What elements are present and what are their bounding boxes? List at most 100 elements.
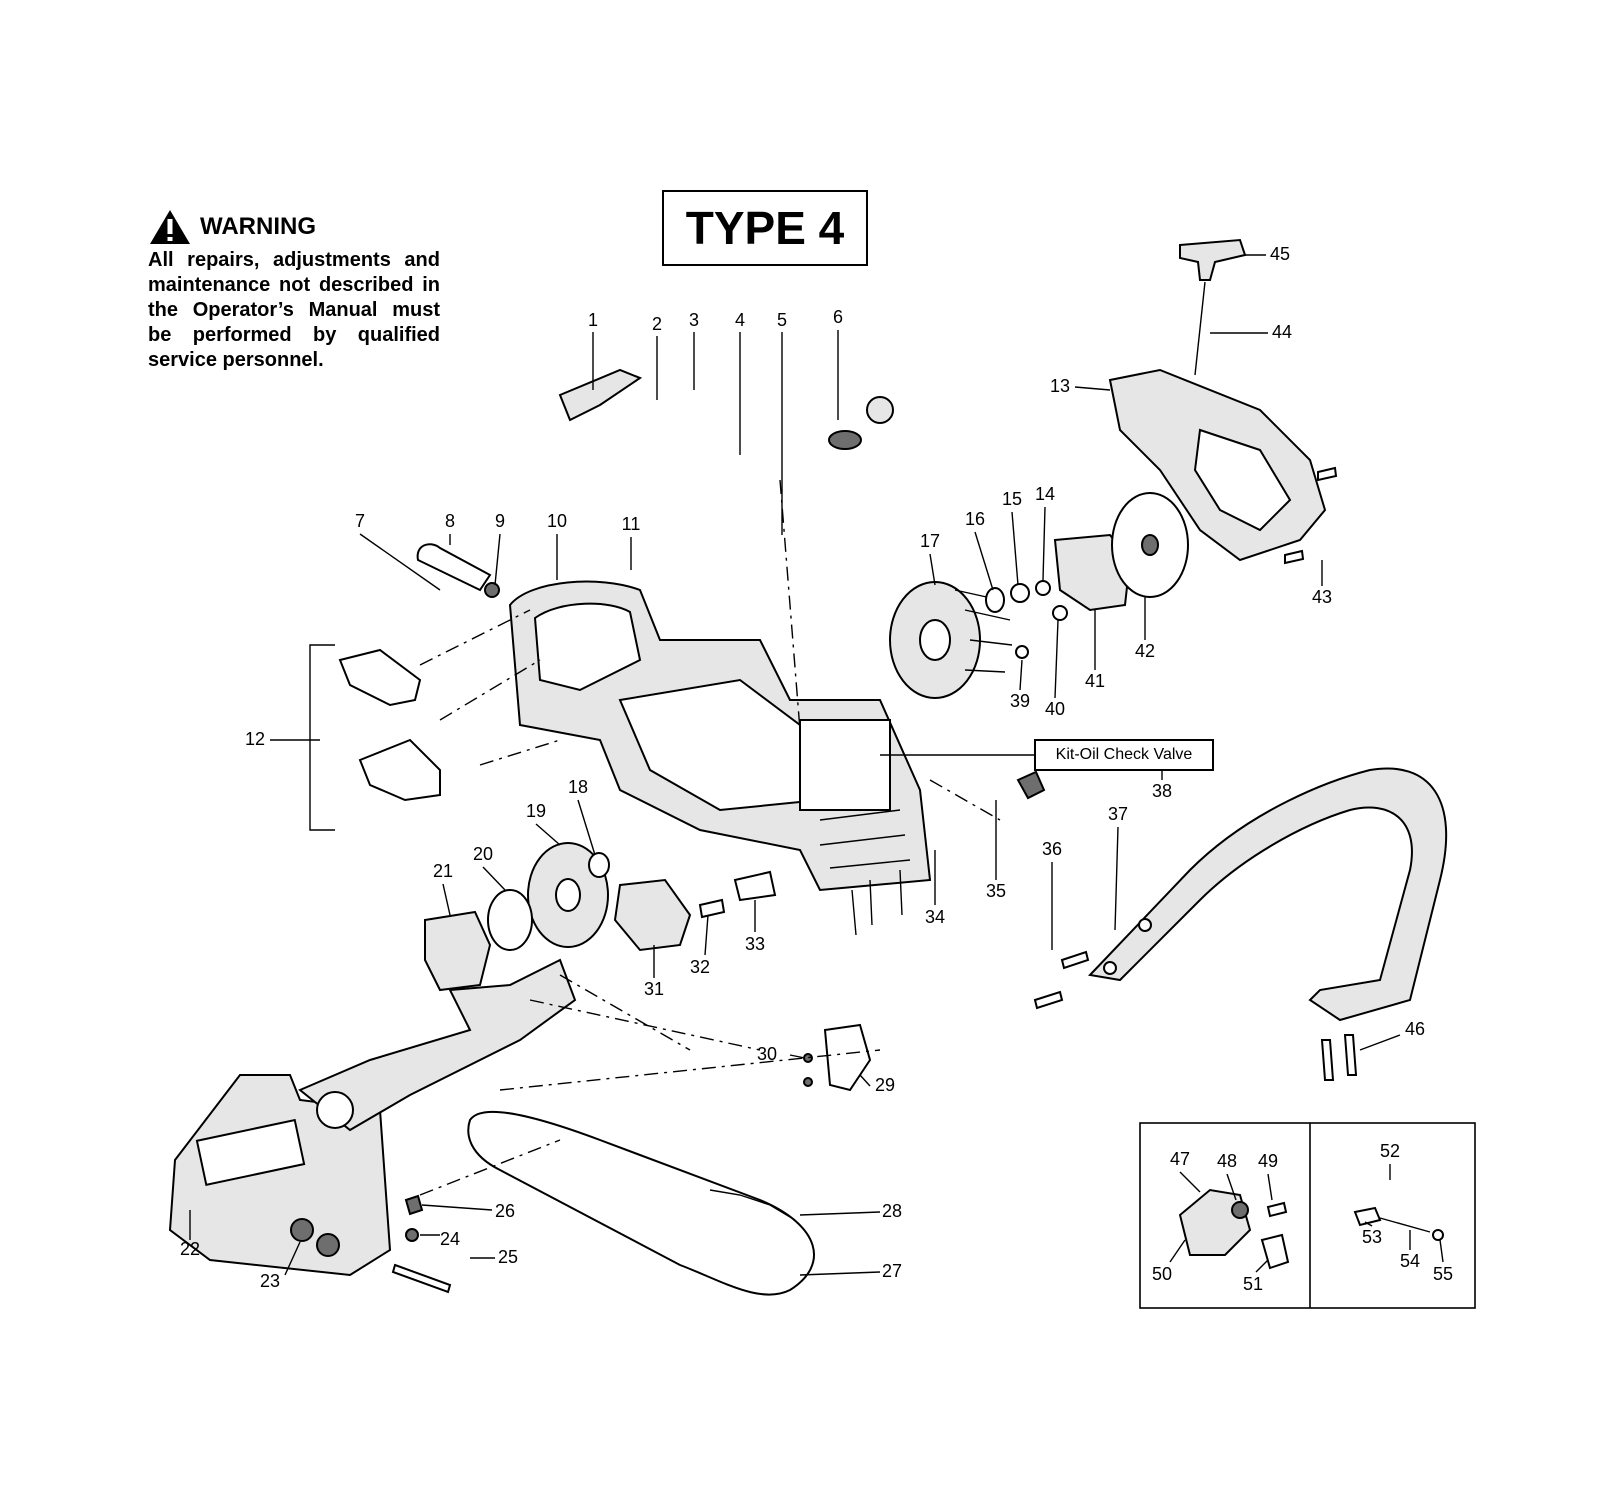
part-12-upper-bracket <box>338 648 422 707</box>
part-44-cord <box>1194 281 1206 376</box>
part-label-6: 6 <box>833 307 843 327</box>
part-43-screw-b <box>1284 549 1305 565</box>
warning-block: WARNING All repairs, adjustments and mai… <box>148 208 440 373</box>
leader-line-51 <box>1255 1259 1269 1273</box>
part-23-nut-a <box>290 1218 314 1242</box>
leader-line-49 <box>1267 1173 1273 1201</box>
leader-line-26 <box>421 1204 493 1211</box>
part-label-19: 19 <box>526 801 546 821</box>
part-42-hub <box>1141 534 1159 556</box>
part-label-12: 12 <box>245 729 265 749</box>
part-label-36: 36 <box>1042 839 1062 859</box>
inset-frame <box>1139 1122 1476 1309</box>
part-13-recess <box>1193 428 1292 532</box>
leader-line-40 <box>1054 619 1059 699</box>
part-label-39: 39 <box>1010 691 1030 711</box>
leader-line-15 <box>1011 511 1019 586</box>
type-label: TYPE 4 <box>662 190 868 266</box>
part-12-lower-bracket <box>358 738 441 802</box>
part-33-bracket <box>733 870 777 902</box>
part-label-1: 1 <box>588 310 598 330</box>
part-22-chain-cover <box>168 958 577 1277</box>
part-55-fitting <box>1432 1229 1444 1241</box>
part-46-screw-a <box>1320 1039 1335 1081</box>
assembly-line-a <box>419 479 1001 1196</box>
part-49-screw <box>1266 1201 1288 1218</box>
warning-title: WARNING <box>200 213 316 240</box>
part-label-28: 28 <box>882 1201 902 1221</box>
part-30-screw-a <box>803 1053 813 1063</box>
crankcase-housing <box>508 580 932 892</box>
part-label-49: 49 <box>1258 1151 1278 1171</box>
part-43-screw-a <box>1317 466 1338 482</box>
part-label-16: 16 <box>965 509 985 529</box>
part-label-25: 25 <box>498 1247 518 1267</box>
part-45-handle <box>1179 238 1247 281</box>
part-label-48: 48 <box>1217 1151 1237 1171</box>
part-label-50: 50 <box>1152 1264 1172 1284</box>
part-36-screw-a <box>1060 950 1090 970</box>
part-label-33: 33 <box>745 934 765 954</box>
part-label-51: 51 <box>1243 1274 1263 1294</box>
part-32-screw <box>698 898 726 919</box>
part-label-44: 44 <box>1272 322 1292 342</box>
leader-line-17 <box>929 553 936 586</box>
part-label-29: 29 <box>875 1075 895 1095</box>
part-19-hub <box>555 878 581 912</box>
leader-line-21 <box>442 883 451 916</box>
part-12-bracket-line <box>309 644 335 831</box>
part-6-gasket <box>828 430 862 450</box>
part-8-pin <box>416 543 492 592</box>
part-9-clip <box>484 582 500 598</box>
part-35-valve <box>1016 770 1046 800</box>
part-25-stud <box>391 1263 452 1294</box>
leader-line-55 <box>1439 1239 1444 1263</box>
part-label-17: 17 <box>920 531 940 551</box>
part-label-52: 52 <box>1380 1141 1400 1161</box>
part-28-saw-chain <box>709 1189 796 1221</box>
part-53-elbow <box>1353 1206 1382 1227</box>
part-label-55: 55 <box>1433 1264 1453 1284</box>
part-34-pin-b <box>869 879 873 926</box>
part-6-cap <box>866 396 894 424</box>
part-label-24: 24 <box>440 1229 460 1249</box>
part-39-fitting <box>1015 645 1029 659</box>
kit-oil-check-valve-callout: Kit-Oil Check Valve <box>1034 739 1214 771</box>
leader-line-7 <box>359 533 441 591</box>
part-label-30: 30 <box>757 1044 777 1064</box>
leader-line-14 <box>1042 506 1046 581</box>
part-label-54: 54 <box>1400 1251 1420 1271</box>
part-label-15: 15 <box>1002 489 1022 509</box>
part-label-34: 34 <box>925 907 945 927</box>
part-17-flywheel <box>889 581 1013 699</box>
warning-triangle-icon <box>150 210 190 244</box>
part-label-22: 22 <box>180 1239 200 1259</box>
part-34-pin-a <box>851 889 857 936</box>
part-48-seal <box>1231 1201 1249 1219</box>
part-37-front-handle <box>1087 767 1448 1022</box>
part-47-pump-body <box>1178 1188 1252 1256</box>
warning-header: WARNING <box>148 208 440 246</box>
leader-line-50 <box>1169 1239 1186 1263</box>
part-label-14: 14 <box>1035 484 1055 504</box>
leader-line-46 <box>1359 1034 1401 1051</box>
part-label-2: 2 <box>652 314 662 334</box>
part-label-5: 5 <box>777 310 787 330</box>
leader-line-16 <box>974 531 994 591</box>
leader-line-13 <box>1074 386 1111 391</box>
part-label-9: 9 <box>495 511 505 531</box>
part-label-27: 27 <box>882 1261 902 1281</box>
part-41-pawl-housing <box>1053 533 1132 612</box>
part-label-26: 26 <box>495 1201 515 1221</box>
part-51-fitting <box>1260 1233 1290 1270</box>
part-label-7: 7 <box>355 511 365 531</box>
part-37-hole-a <box>1138 918 1152 932</box>
part-27-guide-bar <box>467 1110 815 1296</box>
part-label-32: 32 <box>690 957 710 977</box>
leader-line-30 <box>789 1054 806 1059</box>
part-label-8: 8 <box>445 511 455 531</box>
leader-line-27 <box>799 1271 881 1276</box>
part-label-42: 42 <box>1135 641 1155 661</box>
part-label-41: 41 <box>1085 671 1105 691</box>
